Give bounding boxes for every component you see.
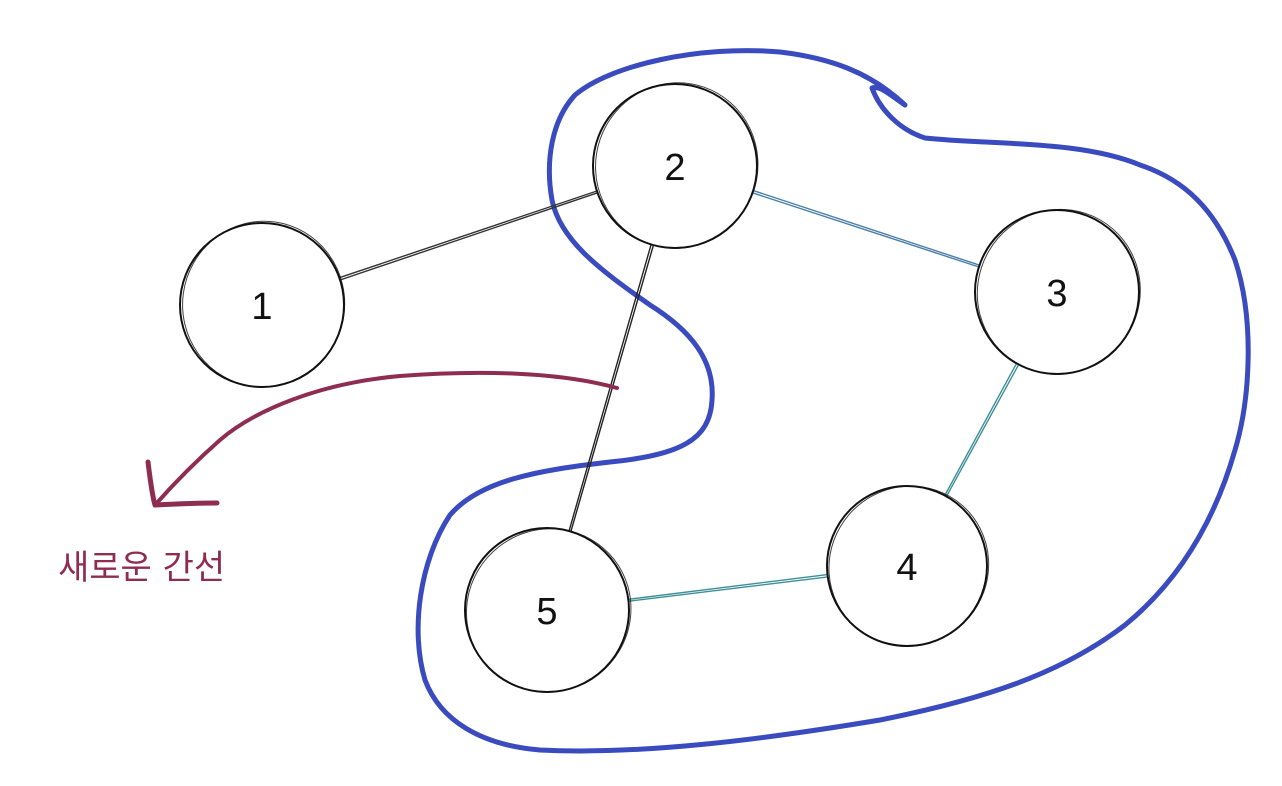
node-circle-sketch [595,82,759,249]
node-5: 5 [464,527,632,693]
node-label: 5 [536,591,557,633]
highlight-region-outline [415,48,1251,754]
node-1: 1 [179,220,346,388]
node-label: 2 [664,147,685,189]
node-circle-sketch [465,528,632,693]
annotation-arrow-curve [153,370,619,507]
edge-2-3 [751,189,981,268]
nodes-group: 1 2 3 4 5 [179,82,1141,693]
edges-group [338,189,1020,602]
edge-4-5 [627,573,829,602]
node-circle-sketch [828,485,990,647]
node-label: 4 [896,547,917,589]
annotation-arrow-head [145,459,220,508]
node-4: 4 [826,485,990,647]
node-label: 3 [1046,273,1067,315]
node-3: 3 [974,208,1141,375]
annotation-label: 새로운 간선 [58,548,225,588]
node-circle-sketch [976,208,1141,375]
node-label: 1 [251,286,272,328]
node-2: 2 [592,82,759,249]
edge-1-2 [338,190,599,281]
node-circle-sketch [182,220,346,388]
edge-3-4 [944,362,1020,498]
